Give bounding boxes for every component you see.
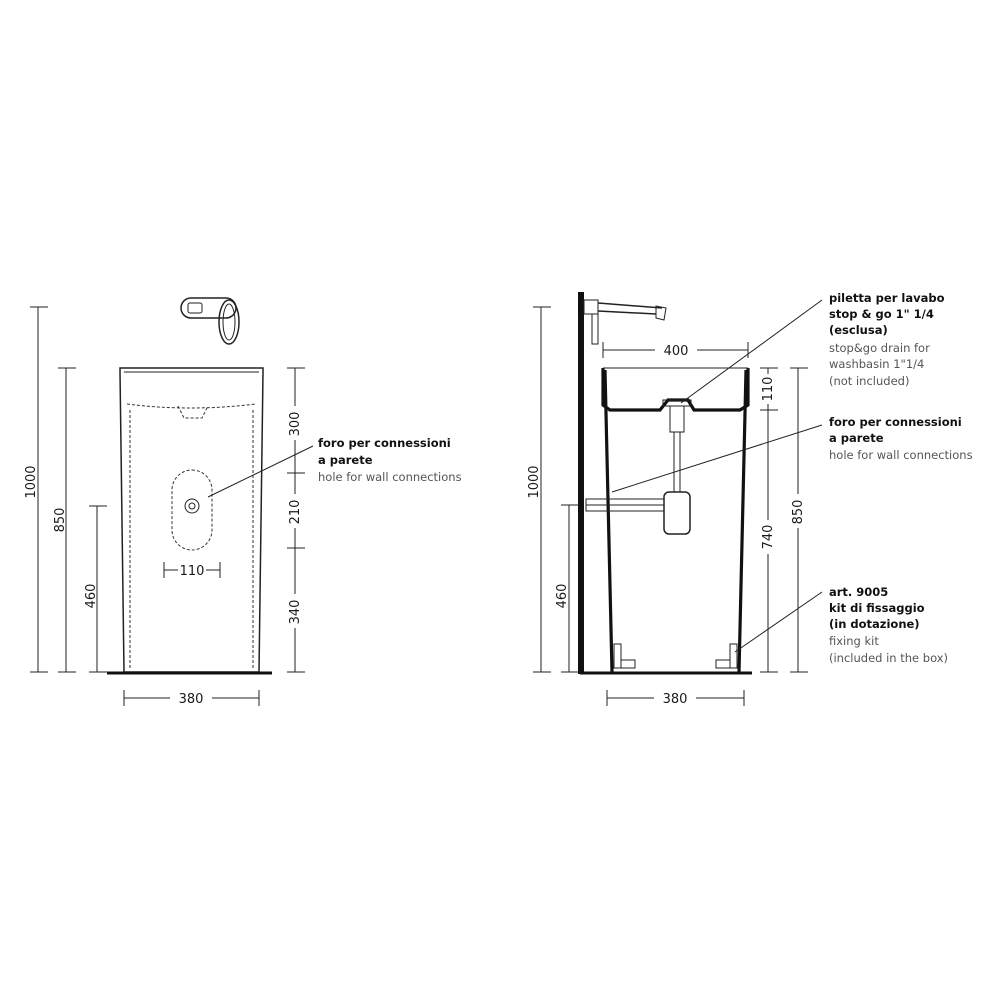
label-line: washbasin 1"1/4 — [829, 357, 924, 371]
wall-mixer-icon — [180, 297, 240, 345]
fixing-bracket-left — [613, 643, 636, 669]
spout-icon — [583, 299, 667, 345]
dim-850-front: 850 — [53, 367, 76, 673]
dim-chain-front: 300 210 340 — [284, 367, 306, 673]
leader-line — [734, 591, 823, 653]
drain-label: piletta per lavabo stop & go 1" 1/4 (esc… — [829, 291, 945, 388]
dim-text: 380 — [663, 692, 688, 707]
front-view: 1000 850 460 300 210 340 — [24, 297, 462, 707]
label-line: (included in the box) — [829, 651, 948, 665]
label-line: (esclusa) — [829, 323, 888, 337]
dim-text: 850 — [53, 508, 68, 533]
dim-110-front: 110 — [163, 562, 221, 579]
dim-text: 110 — [761, 377, 776, 402]
dim-text: 740 — [761, 525, 776, 550]
label-line: fixing kit — [829, 634, 879, 648]
dim-110-740-side: 110 740 — [757, 367, 779, 673]
label-line: hole for wall connections — [829, 448, 973, 462]
basin-front-body — [119, 367, 264, 673]
dim-380-front: 380 — [123, 690, 260, 707]
dim-1000-side: 1000 — [527, 306, 551, 673]
drain-trap-icon — [585, 399, 692, 535]
dim-text: 380 — [179, 692, 204, 707]
dim-text: 1000 — [527, 465, 542, 498]
basin-side-section — [601, 367, 750, 673]
hole-label-front: foro per connessioni a parete hole for w… — [318, 436, 462, 484]
dim-text: 340 — [288, 600, 303, 625]
leader-line — [207, 445, 314, 498]
label-line: a parete — [829, 431, 884, 445]
dim-text: 460 — [84, 584, 99, 609]
dim-460-front: 460 — [84, 505, 107, 673]
leader-line — [611, 424, 823, 493]
label-line: hole for wall connections — [318, 470, 462, 484]
dim-text: 110 — [180, 564, 205, 579]
hole-label-side: foro per connessioni a parete hole for w… — [829, 415, 973, 462]
wall-section — [578, 292, 584, 674]
dim-460-side: 460 — [555, 504, 579, 673]
label-line: stop&go drain for — [829, 341, 930, 355]
dim-text: 400 — [664, 344, 689, 359]
dim-text: 460 — [555, 584, 570, 609]
label-line: (in dotazione) — [829, 617, 920, 631]
fixing-bracket-right — [715, 643, 738, 669]
dim-text: 850 — [791, 500, 806, 525]
label-line: kit di fissaggio — [829, 601, 925, 615]
side-view: 1000 460 400 380 — [527, 291, 973, 707]
dim-text: 210 — [288, 500, 303, 525]
label-line: foro per connessioni — [829, 415, 962, 429]
label-line: foro per connessioni — [318, 436, 451, 450]
label-line: piletta per lavabo — [829, 291, 945, 305]
label-line: stop & go 1" 1/4 — [829, 307, 934, 321]
dim-text: 1000 — [24, 465, 39, 498]
label-line: art. 9005 — [829, 585, 888, 599]
dim-400-side: 400 — [602, 342, 749, 359]
kit-label: art. 9005 kit di fissaggio (in dotazione… — [829, 585, 948, 665]
leader-line — [680, 299, 823, 404]
wall-hole-front — [171, 469, 213, 551]
dim-850-side: 850 — [787, 367, 809, 673]
dim-text: 300 — [288, 412, 303, 437]
dim-1000-front: 1000 — [24, 306, 48, 673]
label-line: a parete — [318, 453, 373, 467]
dim-380-side: 380 — [606, 690, 745, 707]
label-line: (not included) — [829, 374, 909, 388]
